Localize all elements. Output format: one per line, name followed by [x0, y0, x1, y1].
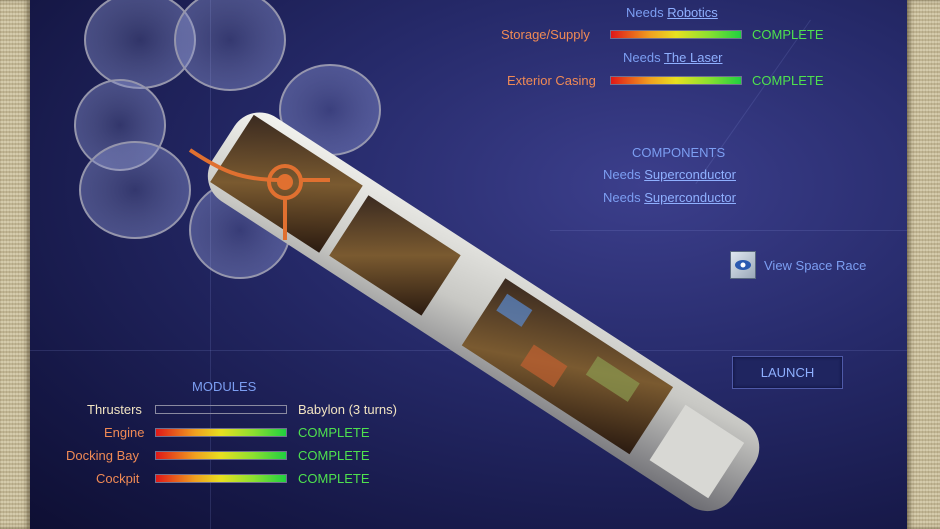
right-frame [907, 0, 940, 529]
needs-robotics: Needs Robotics [626, 5, 718, 20]
docking-bay-progress-bar [155, 451, 287, 460]
cockpit-progress-bar [155, 474, 287, 483]
exterior-casing-status: COMPLETE [752, 73, 824, 88]
thruster-rings [74, 0, 381, 279]
storage-supply-progress-bar [610, 30, 742, 39]
needs-prefix: Needs [603, 167, 641, 182]
storage-supply-label: Storage/Supply [501, 27, 590, 42]
engine-status: COMPLETE [298, 425, 370, 440]
superconductor-link[interactable]: Superconductor [644, 167, 736, 182]
needs-the-laser: Needs The Laser [623, 50, 723, 65]
component-need-1: Needs Superconductor [603, 167, 736, 182]
the-laser-link[interactable]: The Laser [663, 50, 723, 65]
engine-progress-bar [155, 428, 287, 437]
exterior-casing-label: Exterior Casing [507, 73, 596, 88]
cockpit-status: COMPLETE [298, 471, 370, 486]
needs-prefix: Needs [626, 5, 664, 20]
storage-supply-status: COMPLETE [752, 27, 824, 42]
grid-line [550, 230, 907, 231]
view-space-race-link[interactable]: View Space Race [764, 258, 867, 273]
docking-bay-status: COMPLETE [298, 448, 370, 463]
spaceship-screen: Needs Robotics Storage/Supply COMPLETE N… [30, 0, 907, 529]
cockpit-label: Cockpit [96, 471, 140, 486]
superconductor-link[interactable]: Superconductor [644, 190, 736, 205]
left-frame [0, 0, 30, 529]
space-race-icon[interactable] [730, 251, 756, 279]
thrusters-status: Babylon (3 turns) [298, 402, 397, 417]
component-need-2: Needs Superconductor [603, 190, 736, 205]
docking-bay-label: Docking Bay [66, 448, 139, 463]
spaceship-illustration [74, 0, 760, 512]
reactor-coils [188, 148, 330, 240]
needs-prefix: Needs [623, 50, 661, 65]
exterior-casing-progress-bar [610, 76, 742, 85]
eye-icon [735, 260, 751, 270]
robotics-link[interactable]: Robotics [667, 5, 718, 20]
needs-prefix: Needs [603, 190, 641, 205]
components-header: COMPONENTS [632, 145, 726, 160]
modules-header: MODULES [192, 379, 257, 394]
engine-label: Engine [104, 425, 145, 440]
thrusters-progress-bar [155, 405, 287, 414]
thrusters-label: Thrusters [87, 402, 142, 417]
launch-button[interactable]: LAUNCH [732, 356, 843, 389]
